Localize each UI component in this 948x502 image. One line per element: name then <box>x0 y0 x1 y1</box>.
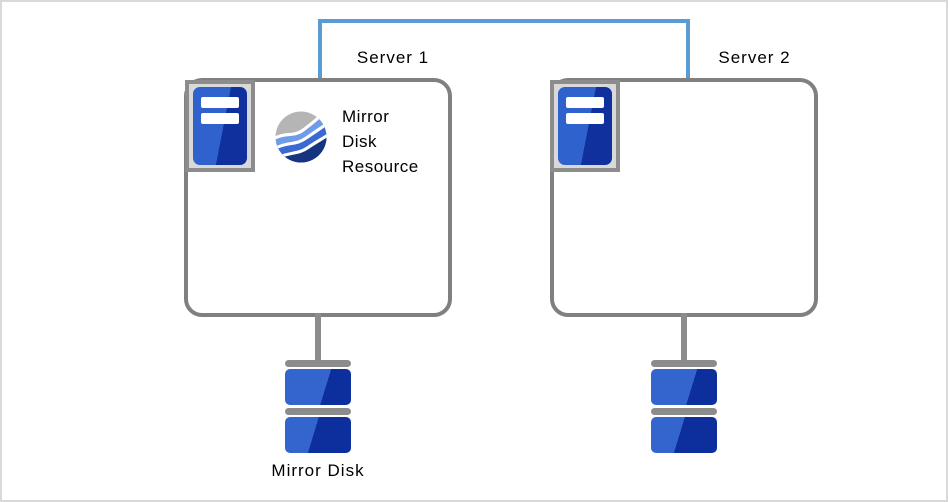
disk-cap-bar <box>651 360 717 367</box>
resource-label-line: Disk <box>342 132 378 151</box>
resource-label-line: Mirror <box>342 107 390 126</box>
disk-platter <box>651 369 717 405</box>
server2-label: Server 2 <box>718 48 791 67</box>
disk-platter <box>285 369 351 405</box>
disk-platter <box>285 417 351 453</box>
resource-label-line: Resource <box>342 157 419 176</box>
server1-disk-connector-line <box>315 313 321 360</box>
disk-cap-bar <box>651 408 717 415</box>
tower-led-bar <box>201 97 239 108</box>
server-tower-icon <box>193 87 247 165</box>
tower-led-bar <box>566 97 604 108</box>
mirror-disk-resource-label: Mirror Disk Resource <box>342 104 419 179</box>
tower-led-bar <box>201 113 239 124</box>
mirror-disk-label: Mirror Disk <box>271 461 365 480</box>
server2-badge <box>550 80 620 172</box>
server2-disk-connector-line <box>681 313 687 360</box>
tower-led-bar <box>566 113 604 124</box>
server-tower-icon <box>558 87 612 165</box>
server1-label: Server 1 <box>356 48 430 67</box>
mirror-disk-stack-icon <box>285 360 351 453</box>
disk-cap-bar <box>285 360 351 367</box>
disk-cap-bar <box>285 408 351 415</box>
server1-badge <box>185 80 255 172</box>
mirror-disk-stack-icon <box>651 360 717 453</box>
interconnect-line <box>318 19 690 78</box>
disk-platter <box>651 417 717 453</box>
wave-sphere-icon <box>275 111 327 163</box>
